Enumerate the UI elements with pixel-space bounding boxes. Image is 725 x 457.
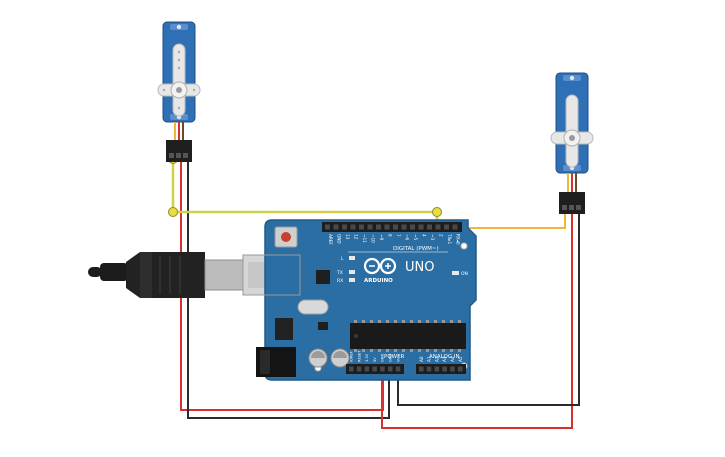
wire-right-servo-power[interactable] bbox=[381, 210, 573, 429]
digital-pin-label: ~6 bbox=[405, 234, 410, 241]
power-pin[interactable] bbox=[356, 366, 362, 372]
led-tx bbox=[349, 270, 355, 274]
servo-connector[interactable] bbox=[559, 192, 585, 214]
digital-pin-label: TX▸1 bbox=[447, 233, 452, 245]
analog-pin-label: A2 bbox=[434, 356, 439, 362]
digital-pin[interactable] bbox=[452, 224, 458, 230]
wire-junction[interactable] bbox=[432, 207, 442, 217]
digital-pin[interactable] bbox=[350, 224, 356, 230]
digital-pin-label: AREF bbox=[328, 234, 333, 245]
led-l-label: L bbox=[341, 256, 344, 262]
power-pin-label: 3.3V bbox=[365, 353, 369, 362]
power-pin-label: GND bbox=[381, 354, 385, 362]
power-pin[interactable] bbox=[388, 366, 393, 372]
digital-pin[interactable] bbox=[393, 224, 398, 230]
digital-pin-label: ~5 bbox=[413, 234, 418, 241]
analog-pin[interactable] bbox=[434, 366, 440, 372]
power-label: POWER bbox=[384, 354, 405, 360]
wire-junction[interactable] bbox=[168, 207, 178, 217]
analog-label: ANALOG IN bbox=[429, 354, 460, 360]
analog-pin-label: A0 bbox=[419, 356, 424, 362]
board-model: UNO bbox=[405, 260, 434, 275]
led-l bbox=[349, 256, 355, 260]
led-on-label: ON bbox=[461, 271, 468, 277]
digital-header[interactable] bbox=[322, 222, 462, 232]
analog-header[interactable] bbox=[416, 364, 466, 374]
digital-pin[interactable] bbox=[359, 224, 364, 230]
digital-pin-label: ~3 bbox=[430, 234, 435, 241]
digital-pin-label: 13 bbox=[345, 234, 350, 240]
wire-left-servo-signal[interactable] bbox=[171, 158, 439, 228]
led-tx-label: TX bbox=[336, 270, 343, 276]
digital-pin-label: 7 bbox=[396, 234, 401, 237]
voltage-regulator bbox=[275, 318, 293, 340]
power-pin-label: RESET bbox=[357, 350, 361, 362]
digital-pin-label: ~10 bbox=[371, 234, 376, 243]
power-pin[interactable] bbox=[380, 366, 385, 372]
digital-pin-label: ~11 bbox=[362, 234, 367, 243]
servo-right[interactable] bbox=[550, 72, 594, 214]
digital-pin-label: GND bbox=[337, 234, 342, 244]
analog-pin[interactable] bbox=[426, 366, 432, 372]
digital-pin-label: 4 bbox=[422, 234, 427, 237]
digital-pin[interactable] bbox=[435, 224, 441, 230]
power-pin-label: IOREF bbox=[350, 351, 354, 362]
usb-port[interactable] bbox=[242, 254, 301, 296]
digital-pin[interactable] bbox=[410, 224, 415, 230]
crystal bbox=[297, 299, 329, 315]
analog-pin[interactable] bbox=[419, 366, 424, 372]
power-pin-label: Vin bbox=[396, 356, 400, 362]
digital-pin[interactable] bbox=[342, 224, 347, 230]
power-pin[interactable] bbox=[372, 366, 377, 372]
analog-pin[interactable] bbox=[442, 366, 447, 372]
digital-pin[interactable] bbox=[325, 224, 330, 230]
digital-pin[interactable] bbox=[333, 224, 339, 230]
servo-connector[interactable] bbox=[166, 140, 192, 162]
digital-pin[interactable] bbox=[367, 224, 373, 230]
led-rx-label: RX bbox=[337, 278, 343, 284]
digital-pin[interactable] bbox=[401, 224, 407, 230]
digital-pin-label: 2 bbox=[439, 234, 444, 237]
power-pin[interactable] bbox=[364, 366, 370, 372]
digital-pin-label: RX◂0 bbox=[456, 234, 461, 245]
arduino-logo-icon bbox=[363, 257, 397, 275]
digital-pin[interactable] bbox=[427, 224, 432, 230]
servo-left[interactable] bbox=[157, 21, 201, 162]
analog-pin-label: A4 bbox=[450, 356, 455, 362]
wire-right-servo-ground[interactable] bbox=[397, 210, 580, 406]
power-pin[interactable] bbox=[349, 366, 354, 372]
wire-right-servo-signal[interactable] bbox=[437, 210, 566, 229]
digital-pin[interactable] bbox=[384, 224, 390, 230]
chip-usb bbox=[316, 270, 330, 284]
microcontroller-chip bbox=[350, 320, 466, 352]
power-pin-label: 5V bbox=[373, 357, 377, 362]
analog-pin-label: A3 bbox=[442, 356, 447, 362]
digital-pin[interactable] bbox=[418, 224, 424, 230]
led-rx bbox=[349, 278, 355, 282]
servo-horn[interactable] bbox=[172, 43, 186, 117]
power-pin[interactable] bbox=[395, 366, 401, 372]
board-brand: ARDUINO bbox=[364, 278, 393, 284]
digital-header-label: DIGITAL (PWM~) bbox=[393, 246, 439, 252]
digital-pin-label: 8 bbox=[388, 234, 393, 237]
digital-pin[interactable] bbox=[444, 224, 449, 230]
digital-pin-label: 12 bbox=[354, 234, 359, 240]
digital-pin-label: ~9 bbox=[379, 234, 384, 241]
led-on bbox=[452, 271, 459, 275]
analog-pin-label: A5 bbox=[458, 356, 463, 362]
power-pin-label: GND bbox=[389, 354, 393, 362]
analog-pin-label: A1 bbox=[427, 356, 432, 362]
analog-pin[interactable] bbox=[458, 366, 463, 372]
analog-pin[interactable] bbox=[450, 366, 455, 372]
digital-pin[interactable] bbox=[376, 224, 381, 230]
